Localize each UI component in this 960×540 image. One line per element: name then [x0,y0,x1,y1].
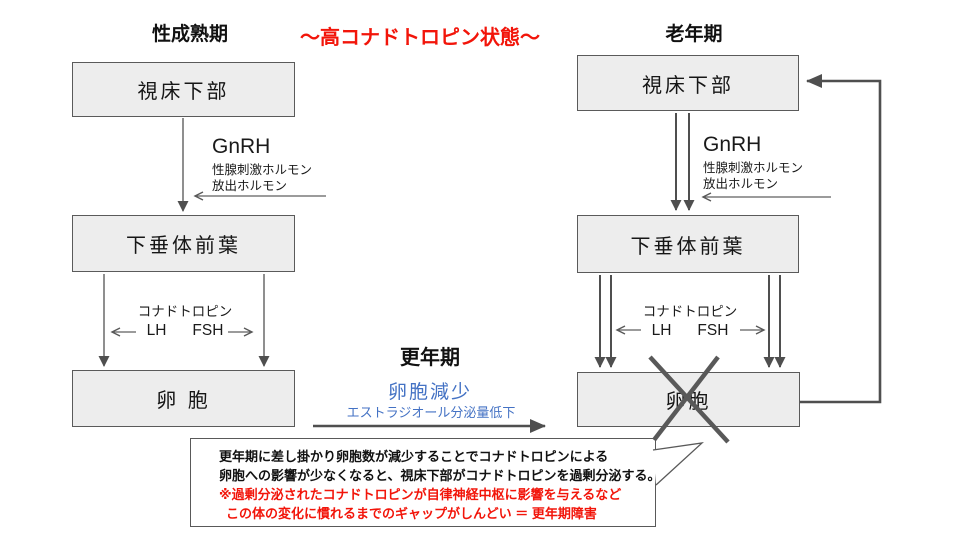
right-hypothalamus-box: 視床下部 [577,55,799,111]
left-gnrh-annotation: GnRH 性腺刺激ホルモン 放出ホルモン [212,135,312,194]
callout-line1: 更年期に差し掛かり卵胞数が減少することでコナドトロピンによる [219,449,609,464]
right-gnrh-line2: 放出ホルモン [703,177,779,191]
right-gnrh-annotation: GnRH 性腺刺激ホルモン 放出ホルモン [703,133,803,192]
callout-line4: この体の変化に慣れるまでのギャップがしんどい ＝ 更年期障害 [226,506,597,521]
explanation-callout: 更年期に差し掛かり卵胞数が減少することでコナドトロピンによる 卵胞への影響が少な… [190,438,661,527]
right-fsh-label: FSH [697,322,729,339]
callout-tail-outline [652,442,704,486]
left-pituitary-box: 下垂体前葉 [72,215,295,272]
main-title: ～高コナドトロピン状態～ [300,27,540,49]
right-gnrh-line1: 性腺刺激ホルモン [703,161,804,175]
right-column-title: 老年期 [665,24,723,45]
left-lh-label: LH [146,322,167,339]
left-fsh-label: FSH [192,322,224,339]
callout-line3: ※過剰分泌されたコナドトロピンが自律神経中枢に影響を与えるなど [219,487,622,502]
feedback-loop-arrow [800,74,882,404]
menopause-stage-title: 更年期 [400,347,460,369]
right-follicle-box: 卵胞 [577,372,800,427]
follicle-decrease-label: 卵胞減少 [387,382,472,403]
right-gonadotropin-label: コナドトロピン [642,304,738,319]
estradiol-decrease-label: エストラジオール分泌量低下 [346,405,516,420]
callout-tail-fill [653,443,702,485]
left-gnrh-line2: 放出ホルモン [212,179,288,193]
callout-line2: 卵胞への影響が少なくなると、視床下部がコナドトロピンを過剰分泌する。 [219,468,661,483]
left-follicle-box: 卵 胞 [72,370,295,427]
left-column-title: 性成熟期 [151,24,228,45]
left-gonadotropin-label: コナドトロピン [137,304,233,319]
left-lh-fsh-label: LH FSH [110,322,260,340]
left-gnrh-line1: 性腺刺激ホルモン [212,163,313,177]
right-lh-label: LH [651,322,672,339]
right-pituitary-box: 下垂体前葉 [577,215,799,273]
left-gnrh-title: GnRH [212,135,271,158]
right-lh-fsh-label: LH FSH [615,322,765,340]
right-gnrh-title: GnRH [703,133,762,156]
left-hypothalamus-box: 視床下部 [72,62,295,117]
